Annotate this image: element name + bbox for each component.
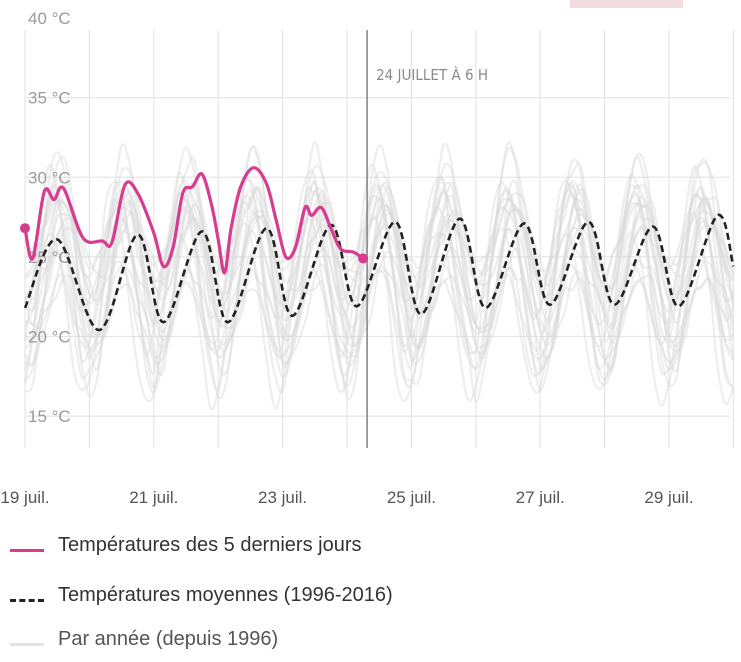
yearly-series-line [23,210,735,411]
yearly-series-line [24,210,735,403]
yearly-series-line [24,207,735,315]
grid [24,30,735,448]
y-tick-label: 15 °C [28,407,71,426]
y-tick-label: 25 °C [28,248,71,267]
recent-start-marker [20,223,30,234]
legend-item-yearly: Par année (depuis 1996) [0,626,741,662]
yearly-series-line [23,190,735,328]
yearly-series-line [24,269,735,365]
y-tick-label: 35 °C [28,89,71,108]
yearly-series-line [23,176,735,377]
yearly-series-line [23,197,735,338]
x-tick-label: 27 juil. [516,488,565,507]
y-tick-label: 20 °C [28,328,71,347]
y-tick-label: 30 °C [28,168,71,187]
legend-swatch-recent [10,549,44,552]
legend-label-mean: Températures moyennes (1996-2016) [58,584,393,606]
legend-item-recent: Températures des 5 derniers jours [0,532,741,568]
x-tick-label: 29 juil. [644,488,693,507]
yearly-series-line [24,181,735,291]
recent-series-line [23,166,365,275]
yearly-series-line [24,243,735,348]
annotation-label: 24 JUILLET À 6 H [376,65,488,84]
x-tick-label: 19 juil. [0,488,49,507]
yearly-series-line [24,200,735,350]
legend-label-yearly: Par année (depuis 1996) [58,628,279,650]
yearly-series-line [24,184,735,283]
annotation: 24 JUILLET À 6 H [366,30,488,448]
legend-swatch-mean [10,599,44,602]
recent-end-marker [358,253,369,264]
yearly-series-line [23,163,735,358]
yearly-series-group [23,141,735,411]
y-axis-ticks: 40 °C 35 °C 30 °C 25 °C 20 °C 15 °C [28,9,71,426]
legend-swatch-yearly [10,643,44,646]
mean-series-group [23,213,735,332]
mean-series-line [23,213,735,332]
legend-item-mean: Températures moyennes (1996-2016) [0,582,741,618]
y-tick-label: 40 °C [28,9,71,28]
yearly-series-line [23,141,735,343]
recent-series-group [20,166,369,275]
yearly-series-line [24,249,735,394]
yearly-series-line [24,263,735,371]
x-axis-ticks: 19 juil. 21 juil. 23 juil. 25 juil. 27 juil.… [0,488,693,507]
header-badge [570,0,683,8]
yearly-series-line [24,179,735,377]
x-tick-label: 25 juil. [387,488,436,507]
x-tick-label: 21 juil. [129,488,178,507]
legend-label-recent: Températures des 5 derniers jours [58,534,362,556]
yearly-series-line [24,181,735,313]
x-tick-label: 23 juil. [258,488,307,507]
